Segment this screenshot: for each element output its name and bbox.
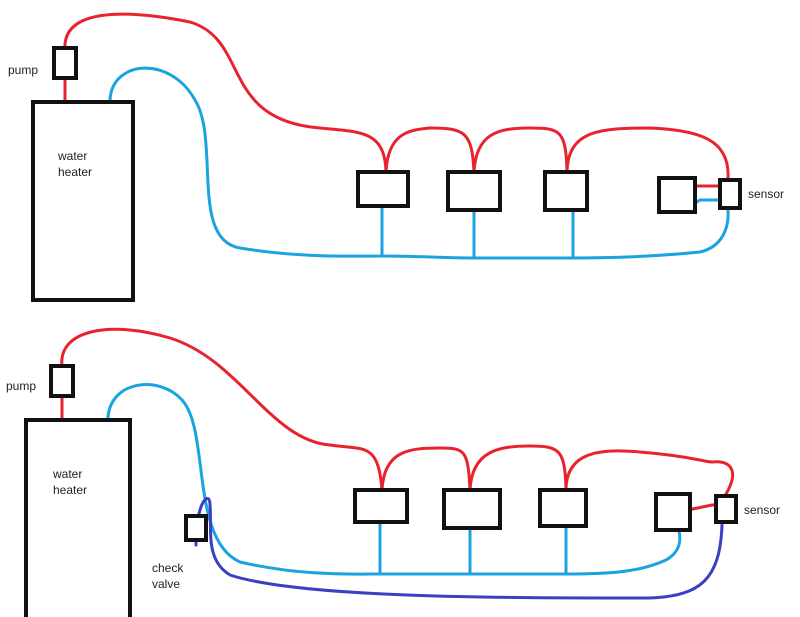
diagram-without-check-valve: pump water heater sensor [8,12,784,302]
water-heater-label-line2: heater [58,165,92,179]
water-heater-label-line1: water [52,467,82,481]
fixture-4 [657,176,697,214]
return-line [194,497,724,600]
check-valve-label-line1: check [152,561,184,575]
sensor-label: sensor [748,187,784,201]
fixture-1 [356,170,410,208]
fixture-2 [442,488,502,530]
cold-water-line [108,66,730,260]
water-heater-label-line1: water [57,149,87,163]
check-valve-label-line2: valve [152,577,180,591]
hot-water-line [63,12,730,188]
pump-label: pump [6,379,36,393]
water-heater-label-line2: heater [53,483,87,497]
cold-water-line [106,383,692,576]
sensor-label: sensor [744,503,780,517]
hot-water-line [60,327,734,512]
fixture-2 [446,170,502,212]
fixture-1 [353,488,409,524]
water-heater-tank [24,418,132,617]
water-heater-tank [31,100,135,302]
pump-box [52,46,78,80]
pump-box [49,364,75,398]
fixture-3 [543,170,589,212]
fixture-4 [654,492,692,532]
fixture-3 [538,488,588,528]
sensor-box [718,178,742,210]
check-valve-box [184,514,208,542]
diagram-with-check-valve: pump water heater check valve sensor [6,327,780,617]
pump-label: pump [8,63,38,77]
sensor-box [714,494,738,524]
